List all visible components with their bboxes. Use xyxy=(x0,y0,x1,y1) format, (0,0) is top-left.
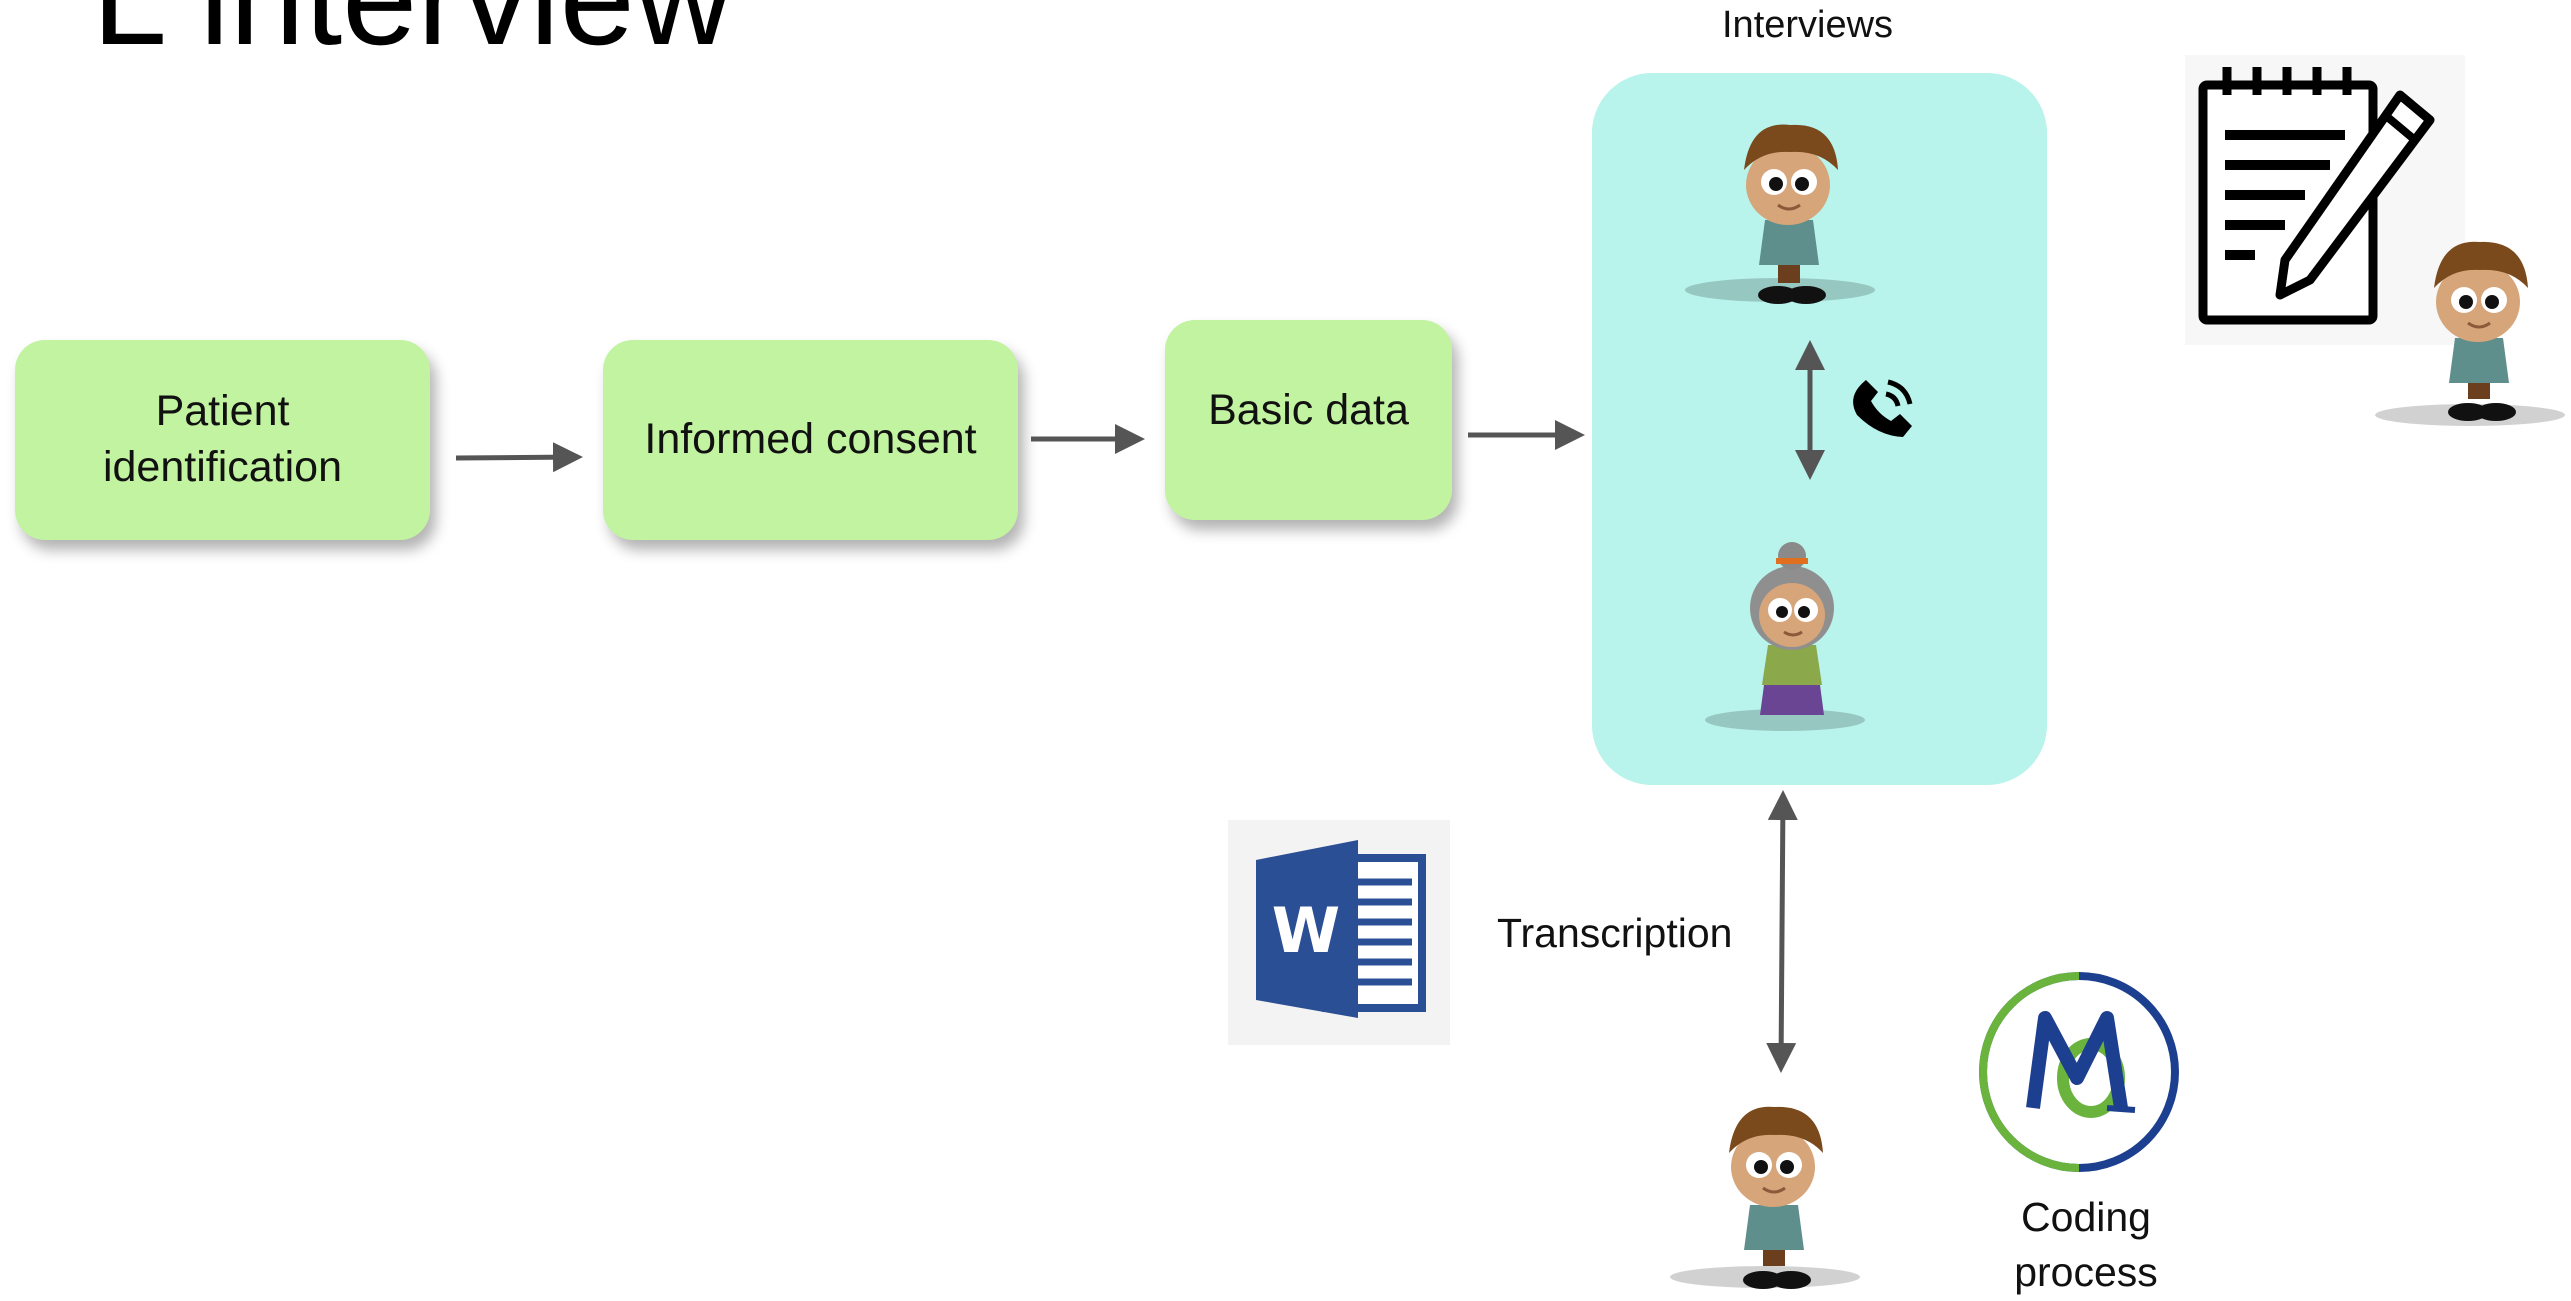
transcription-label: Transcription xyxy=(1497,910,1733,956)
notepad-pencil-icon xyxy=(2185,55,2465,345)
svg-text:W: W xyxy=(1272,894,1340,967)
informed-consent-box: Informed consent xyxy=(603,340,1018,540)
researcher-character xyxy=(2375,241,2565,426)
slide-title: L interview xyxy=(92,0,732,65)
patient-identification-box: Patient identification xyxy=(15,340,430,540)
coding-process-label: Coding process xyxy=(2014,1194,2158,1296)
informed-consent-label: Informed consent xyxy=(644,415,977,464)
basic-data-box: Basic data xyxy=(1165,320,1452,520)
maxqda-logo xyxy=(1978,972,2179,1172)
transcriber-character xyxy=(1670,1106,1860,1289)
patient-identification-label: Patient identification xyxy=(102,387,343,491)
phone-icon xyxy=(1853,379,1913,437)
arrow-identification-to-consent xyxy=(455,442,583,473)
word-document-icon: W xyxy=(1228,820,1450,1045)
patient-character xyxy=(1705,542,1865,731)
interviewer-character xyxy=(1685,124,1875,304)
interviews-heading: Interviews xyxy=(1722,4,1894,46)
basic-data-label: Basic data xyxy=(1208,386,1409,435)
